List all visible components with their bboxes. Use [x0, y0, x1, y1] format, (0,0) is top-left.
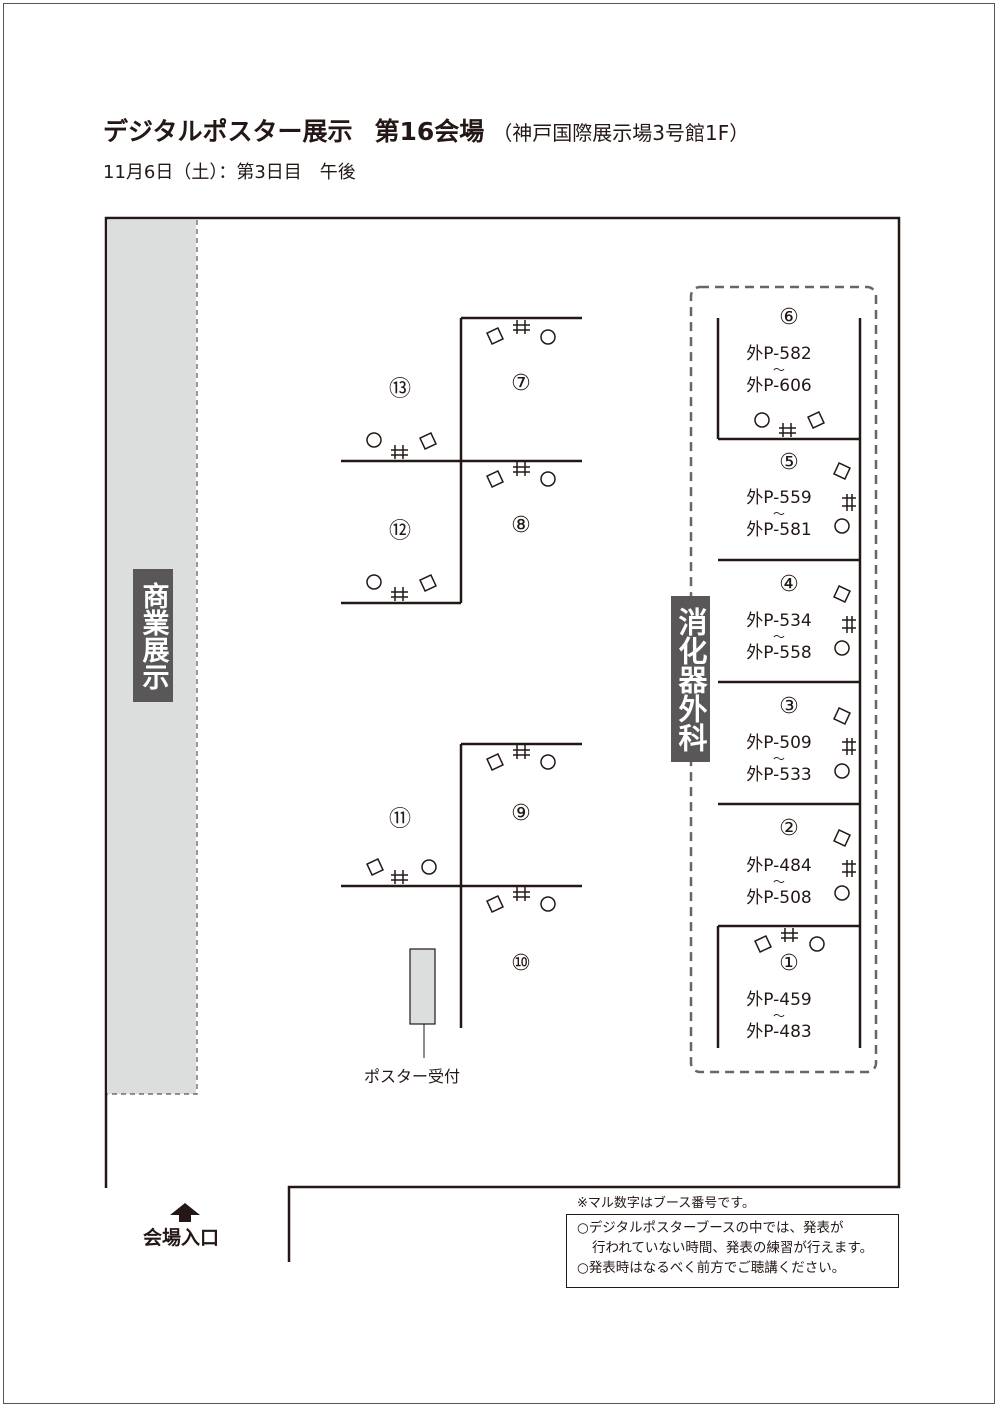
booth-6-number: ⑥ — [779, 305, 799, 330]
entrance-arrow-icon — [170, 1203, 200, 1222]
title-row: デジタルポスター展示第16会場 （神戸国際展示場3号館1F） — [103, 112, 749, 148]
notes-box: ○デジタルポスターブースの中では、発表が 行われていない時間、発表の練習が行えま… — [566, 1214, 899, 1288]
booth-12-number: ⑫ — [388, 519, 412, 544]
booth-5-range-start: 外P-559 — [746, 488, 812, 508]
page-frame — [3, 3, 995, 1404]
booth-1-number: ① — [779, 951, 799, 976]
booth-8-number: ⑧ — [511, 513, 531, 538]
booth-3-range-start: 外P-509 — [746, 733, 812, 753]
booth-2-number: ② — [779, 816, 799, 841]
booth-4-number: ④ — [779, 572, 799, 597]
booth-number-note: ※マル数字はブース番号です。 — [577, 1196, 755, 1211]
equipment-icons — [366, 320, 856, 953]
booth-5-range: 外P-559 〜 外P-581 — [746, 488, 811, 540]
booth-11-number: ⑪ — [388, 807, 412, 832]
department-area-label: 消化器外科 — [671, 596, 710, 762]
booth-9-number: ⑨ — [511, 801, 531, 826]
booth-6-range: 外P-582 〜 外P-606 — [746, 344, 811, 396]
booth-6-range-start: 外P-582 — [746, 344, 812, 364]
commercial-label-bg — [133, 569, 173, 702]
commercial-area-label: 商業展示 — [133, 569, 173, 702]
venue-detail: （神戸国際展示場3号館1F） — [492, 121, 750, 145]
booth-2-range-end: 外P-508 — [746, 888, 812, 908]
booth-2-range-sep: 〜 — [772, 875, 785, 889]
booth-3-range-sep: 〜 — [772, 752, 785, 766]
venue-walls — [104, 216, 901, 1262]
booth-4-range-start: 外P-534 — [746, 611, 812, 631]
booth-10-number: ⑩ — [511, 951, 531, 976]
department-boundary — [689, 285, 878, 1074]
booth-7-number: ⑦ — [511, 371, 531, 396]
booth-4-range: 外P-534 〜 外P-558 — [746, 611, 811, 663]
booth-2-range: 外P-484 〜 外P-508 — [746, 856, 811, 908]
right-booth-walls — [716, 318, 862, 1048]
booth-1-range-end: 外P-483 — [746, 1022, 812, 1042]
commercial-label-text: 商業展示 — [137, 581, 169, 690]
department-label-text: 消化器外科 — [674, 606, 708, 752]
booth-1-range-start: 外P-459 — [746, 990, 812, 1010]
note-line-1: ○デジタルポスターブースの中では、発表が — [577, 1220, 844, 1236]
booth-5-range-sep: 〜 — [772, 507, 785, 521]
booth-6-range-end: 外P-606 — [746, 376, 812, 396]
booth-2-range-start: 外P-484 — [746, 856, 812, 876]
center-booth-walls — [341, 316, 582, 1028]
reception-label: ポスター受付 — [364, 1067, 461, 1086]
booth-3-range: 外P-509 〜 外P-533 — [746, 733, 811, 785]
booth-5-range-end: 外P-581 — [746, 520, 812, 540]
session-date: 11月6日（土）：第3日目 午後 — [103, 162, 356, 183]
venue-title: 第16会場 — [374, 117, 485, 146]
reception-desk — [409, 948, 436, 1025]
note-line-3: ○発表時はなるべく前方でご聴講ください。 — [577, 1260, 846, 1276]
booth-3-number: ③ — [779, 694, 799, 719]
booth-13-number: ⑬ — [388, 377, 412, 402]
entrance-label: 会場入口 — [143, 1227, 220, 1249]
booth-6-range-sep: 〜 — [772, 363, 785, 377]
booth-3-range-end: 外P-533 — [746, 765, 812, 785]
note-line-2: 行われていない時間、発表の練習が行えます。 — [592, 1240, 874, 1256]
department-label-bg — [671, 596, 710, 762]
booth-5-number: ⑤ — [779, 450, 799, 475]
booth-4-range-end: 外P-558 — [746, 643, 812, 663]
booth-4-range-sep: 〜 — [772, 630, 785, 644]
booth-1-range: 外P-459 〜 外P-483 — [746, 990, 811, 1042]
page-title: デジタルポスター展示 — [103, 117, 353, 146]
booth-1-range-sep: 〜 — [772, 1009, 785, 1023]
